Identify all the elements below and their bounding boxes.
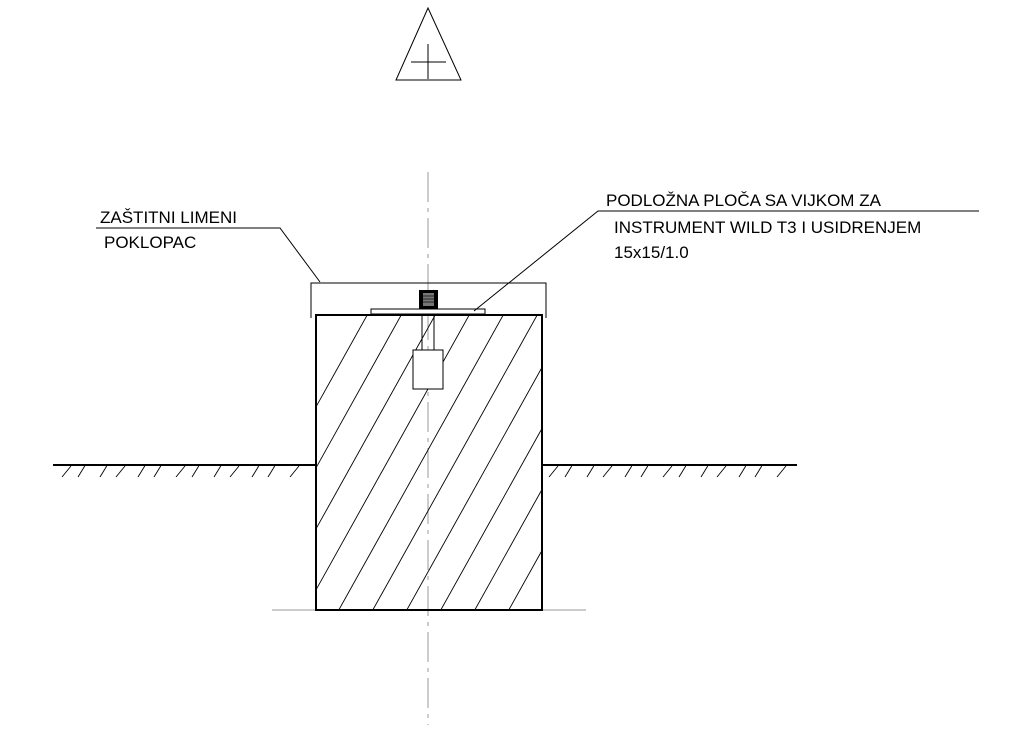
hatch-line <box>716 465 727 478</box>
hatch-line <box>191 465 200 478</box>
hatch-line <box>662 465 673 478</box>
hatch-line <box>710 310 880 615</box>
hatch-line <box>678 465 687 478</box>
hatch-line <box>440 427 542 610</box>
hatch-line <box>640 465 649 478</box>
hatch-line <box>540 310 710 615</box>
hatch-line <box>744 310 914 615</box>
hatch-line <box>776 465 787 478</box>
bolt-head <box>419 290 438 309</box>
hatch-line <box>338 315 504 610</box>
hatch-line <box>316 315 368 408</box>
hatch-line <box>153 465 162 478</box>
hatch-line <box>316 315 436 530</box>
cover-label-line1: ZAŠTITNI LIMENI <box>100 208 237 227</box>
hatch-line <box>267 465 276 478</box>
hatch-line <box>372 315 538 610</box>
hatch-line <box>624 465 633 478</box>
hatch-line <box>251 465 260 478</box>
hatch-line <box>676 310 846 615</box>
hatch-line <box>642 310 812 615</box>
hatch-line <box>602 465 613 478</box>
hatch-line <box>548 465 559 478</box>
hatch-line <box>213 465 222 478</box>
hatch-line <box>316 315 402 469</box>
triangle-with-cross-icon <box>395 6 462 81</box>
hatch-line <box>137 465 146 478</box>
hatch-line <box>508 549 542 610</box>
base-plate <box>370 308 486 315</box>
hatch-line <box>474 488 542 610</box>
hatch-line <box>99 465 108 478</box>
hatch-line <box>586 465 595 478</box>
cover-label-line2: POKLOPAC <box>104 233 196 252</box>
hatch-line <box>700 465 709 478</box>
hatch-line <box>316 315 470 591</box>
hatch-line <box>115 465 126 478</box>
cover-leader-line <box>96 227 321 283</box>
plate-label-line2: INSTRUMENT WILD T3 I USIDRENJEM <box>614 218 921 237</box>
ground-left <box>53 464 316 478</box>
hatch-line <box>289 465 300 478</box>
hatch-line <box>61 465 72 478</box>
protective-cover-outline <box>310 282 547 318</box>
hatch-line <box>574 310 744 615</box>
hatch-line <box>738 465 747 478</box>
plate-label-line1: PODLOŽNA PLOČA SA VIJKOM ZA <box>606 191 882 210</box>
hatch-line <box>564 465 573 478</box>
hatch-line <box>406 366 542 610</box>
hatch-line <box>175 465 186 478</box>
hatch-line <box>229 465 240 478</box>
ground-right <box>542 464 797 478</box>
concrete-pillar <box>315 310 914 615</box>
plate-leader-line <box>473 210 979 312</box>
hatch-line <box>754 465 763 478</box>
plate-label-line3: 15x15/1.0 <box>614 243 689 262</box>
hatch-line <box>77 465 86 478</box>
anchor-bolt <box>412 314 444 390</box>
hatch-line <box>608 310 778 615</box>
